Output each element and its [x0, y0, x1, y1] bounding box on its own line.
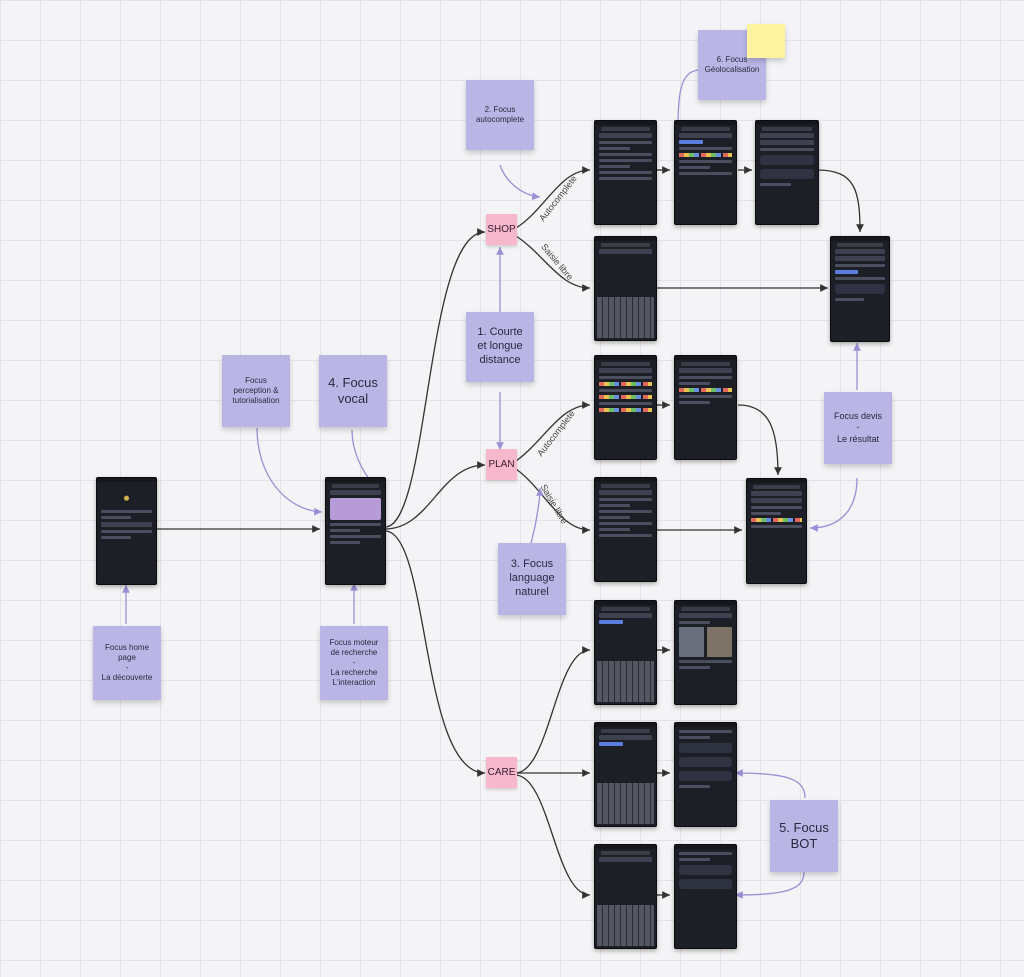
note-focus-devis: Focus devis - Le résultat	[824, 392, 892, 464]
screen-plan-autocomplete-2[interactable]	[674, 355, 737, 460]
note-focus-distance: 1. Courte et longue distance	[466, 312, 534, 382]
node-plan: PLAN	[486, 449, 517, 480]
screen-care-offres[interactable]	[674, 600, 737, 705]
screen-shop-autocomplete-2[interactable]	[674, 120, 737, 225]
screen-plan-autocomplete-1[interactable]	[594, 355, 657, 460]
note-focus-moteur: Focus moteur de recherche - La recherche…	[320, 626, 388, 700]
screen-shop-autocomplete-1[interactable]	[594, 120, 657, 225]
screen-care-bot-chat-2[interactable]	[674, 844, 737, 949]
screen-care-bot-input[interactable]	[594, 722, 657, 827]
screen-devis-plan[interactable]	[746, 478, 807, 584]
note-focus-home: Focus home page - La découverte	[93, 626, 161, 700]
screen-plan-saisie-libre[interactable]	[594, 477, 657, 582]
screen-shop-saisie-libre[interactable]	[594, 236, 657, 341]
note-focus-perception: Focus perception & tutorialisation	[222, 355, 290, 427]
screen-devis-shop[interactable]	[830, 236, 890, 342]
screen-search-engine[interactable]	[325, 477, 386, 585]
node-care: CARE	[486, 757, 517, 788]
screen-home[interactable]	[96, 477, 157, 585]
screen-care-keyboard[interactable]	[594, 600, 657, 705]
screen-care-bot-chat[interactable]	[674, 722, 737, 827]
node-shop: SHOP	[486, 214, 517, 245]
flow-connectors	[155, 166, 864, 899]
screen-care-bot-input-2[interactable]	[594, 844, 657, 949]
note-focus-autocomplete: 2. Focus autocomplete	[466, 80, 534, 150]
annotation-arrows	[122, 69, 861, 899]
note-focus-bot: 5. Focus BOT	[770, 800, 838, 872]
note-focus-vocal: 4. Focus vocal	[319, 355, 387, 427]
screen-shop-geoloc[interactable]	[755, 120, 819, 225]
note-yellow-comment	[747, 24, 785, 58]
note-focus-langage: 3. Focus language naturel	[498, 543, 566, 615]
